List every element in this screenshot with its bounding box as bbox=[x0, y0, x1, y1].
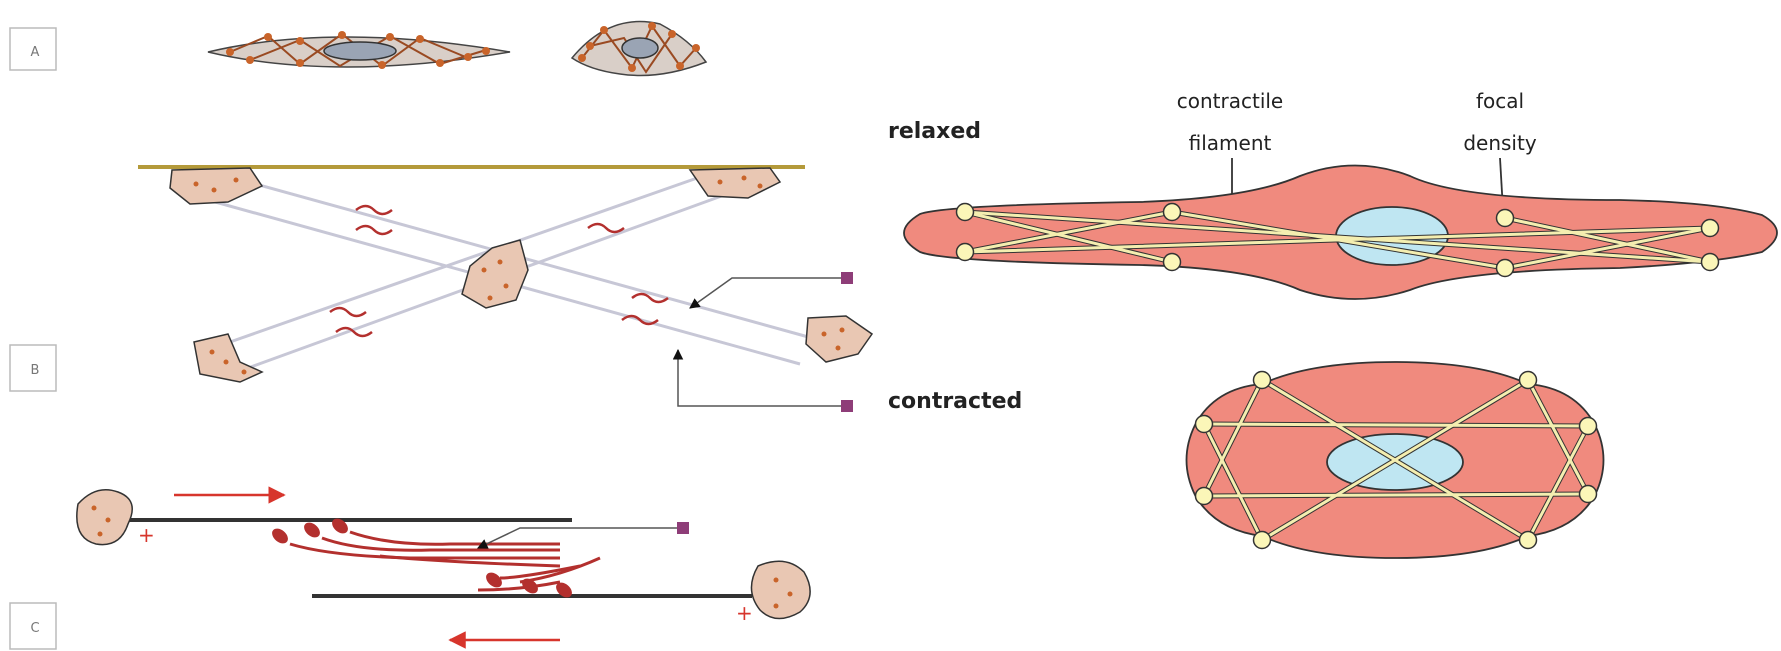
density-label-line2: density bbox=[1463, 131, 1536, 155]
panel-b-label: B bbox=[31, 363, 40, 378]
relaxed-cell bbox=[904, 166, 1777, 300]
filament-label-line1: contractile bbox=[1177, 89, 1283, 113]
contracted-label: contracted bbox=[888, 389, 1022, 414]
panel-a-relaxed-cell bbox=[208, 31, 510, 69]
contracted-cell bbox=[1187, 362, 1604, 558]
panel-tab-b: B bbox=[10, 345, 56, 391]
panel-b-diagram bbox=[138, 167, 872, 412]
dense-bodies bbox=[170, 168, 872, 382]
relaxed-label: relaxed bbox=[888, 119, 981, 144]
svg-text:+: + bbox=[138, 523, 155, 547]
panel-a-contracted-cell bbox=[572, 22, 706, 76]
panel-a-label: A bbox=[31, 45, 40, 60]
panel-tab-a: A bbox=[10, 28, 56, 70]
panel-c-label: C bbox=[30, 621, 39, 636]
density-label-line1: focal bbox=[1476, 89, 1524, 113]
filament-label-line2: filament bbox=[1189, 131, 1272, 155]
svg-text:+: + bbox=[736, 601, 753, 625]
panel-tab-c: C bbox=[10, 603, 56, 649]
panel-c-diagram: + + bbox=[77, 490, 810, 640]
